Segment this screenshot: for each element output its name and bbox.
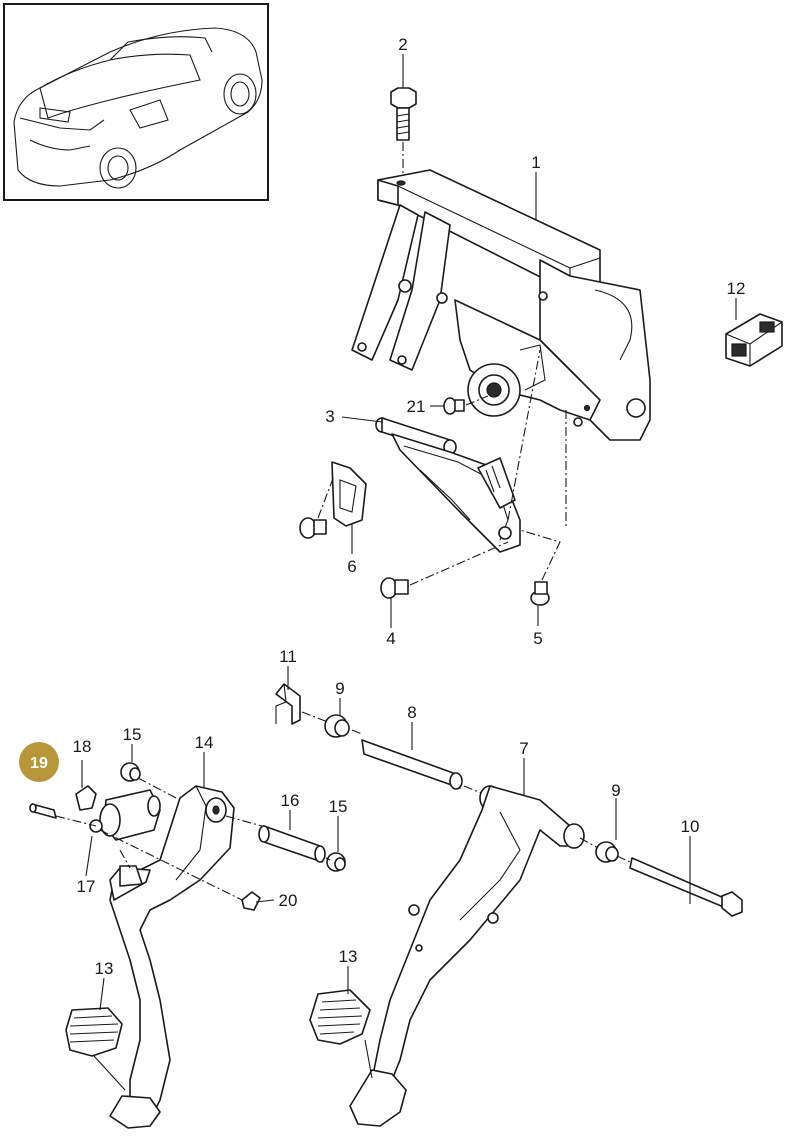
callout-16: 16 <box>281 791 300 810</box>
bolt-21 <box>443 397 465 415</box>
bushing-15-upper <box>120 762 141 782</box>
highlight-label: 19 <box>30 755 48 772</box>
pedal-bracket-1 <box>351 169 651 441</box>
clip-18 <box>75 785 97 811</box>
callout-labels: 2 1 3 21 6 4 5 12 11 9 8 7 9 10 14 15 18… <box>73 35 746 978</box>
pin-16 <box>258 825 326 863</box>
callout-9-lower: 9 <box>611 781 620 800</box>
bushing-15-lower <box>326 852 346 872</box>
callout-2: 2 <box>398 35 407 54</box>
callout-17: 17 <box>77 877 96 896</box>
callout-9-upper: 9 <box>335 679 344 698</box>
screw-4 <box>380 577 409 599</box>
pin-19 <box>29 803 57 819</box>
pedal-pad-13-right <box>309 989 371 1045</box>
brake-pedal-7 <box>349 785 585 1127</box>
pin-8 <box>361 739 463 790</box>
callout-13-right: 13 <box>339 947 358 966</box>
callout-14: 14 <box>195 733 214 752</box>
callout-6: 6 <box>347 557 356 576</box>
bracket-arm-3 <box>375 417 521 553</box>
highlighted-callout-19[interactable]: 19 <box>19 742 59 782</box>
callout-5: 5 <box>533 629 542 648</box>
screw-5 <box>530 581 550 606</box>
vehicle-thumbnail <box>3 3 269 201</box>
gasket-6 <box>331 461 367 527</box>
bushing-9-lower <box>595 841 619 863</box>
highlight-badge[interactable] <box>19 742 59 782</box>
callout-15-upper: 15 <box>123 725 142 744</box>
callout-1: 1 <box>531 153 540 172</box>
pedal-pad-13-left <box>65 1007 123 1057</box>
callout-8: 8 <box>407 703 416 722</box>
bolt-10 <box>629 857 743 917</box>
callout-4: 4 <box>386 629 395 648</box>
callout-13-left: 13 <box>95 959 114 978</box>
callout-11: 11 <box>279 647 297 666</box>
callout-15-lower: 15 <box>329 797 348 816</box>
callout-20: 20 <box>279 891 298 910</box>
leader-lines <box>81 54 737 1011</box>
bushing-9-upper <box>324 714 350 738</box>
clip-11 <box>275 683 301 725</box>
callout-21: 21 <box>407 397 426 416</box>
callout-3: 3 <box>325 407 334 426</box>
clip-20 <box>241 891 261 911</box>
switch-12 <box>725 313 783 367</box>
callout-12: 12 <box>727 279 746 298</box>
callout-7: 7 <box>519 739 528 758</box>
callout-10: 10 <box>681 817 700 836</box>
screw-left <box>299 517 327 539</box>
bolt-2 <box>390 87 417 141</box>
callout-18: 18 <box>73 737 92 756</box>
actuator-17 <box>89 789 161 887</box>
